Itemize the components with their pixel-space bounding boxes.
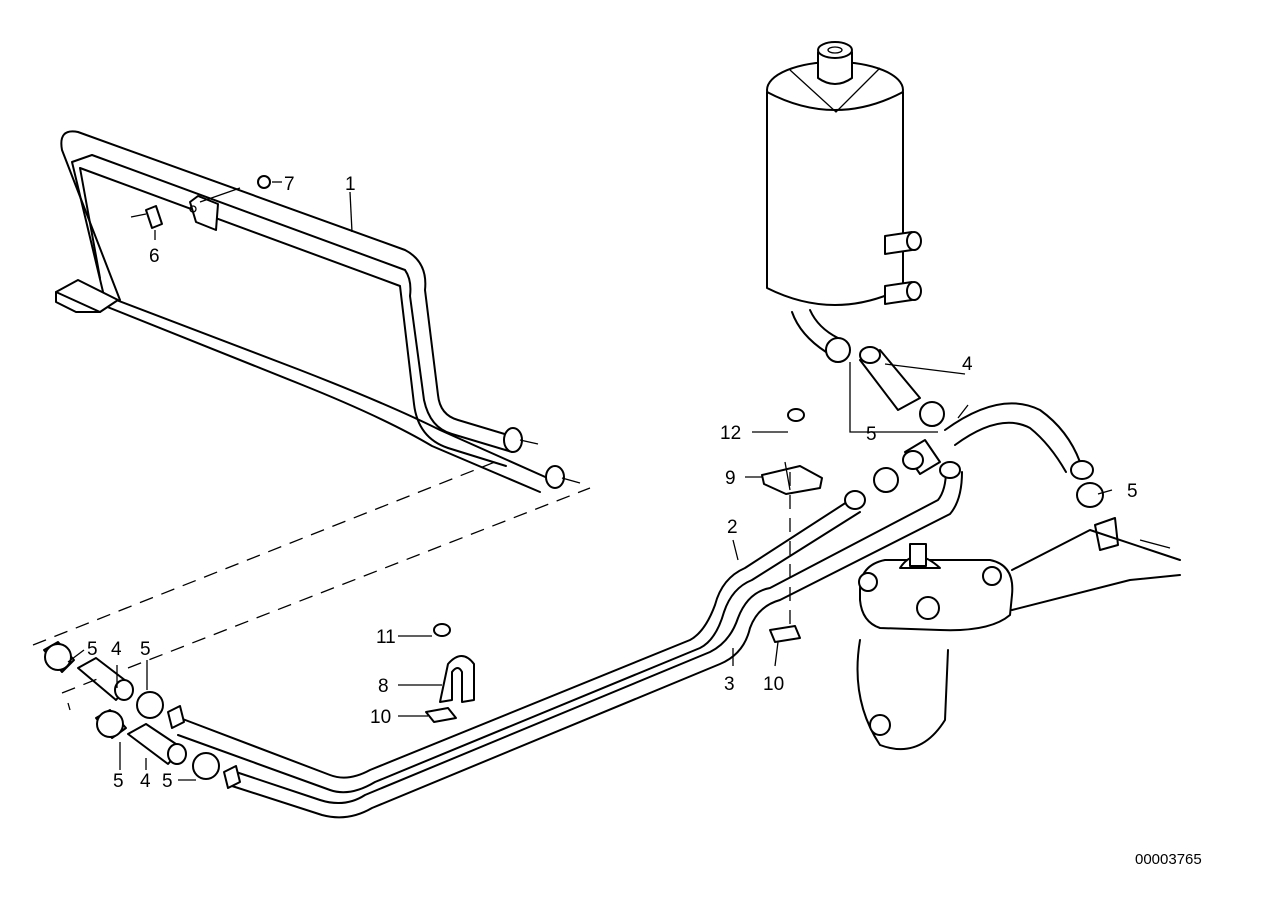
callout-5: 5 [140, 639, 151, 660]
hose-4-upper [859, 346, 921, 411]
callout-12: 12 [720, 423, 741, 444]
bracket-6 [130, 187, 241, 240]
callout-1: 1 [345, 174, 356, 195]
pipe-3 [229, 461, 963, 819]
callout-7: 7 [284, 174, 295, 195]
nut-12 [787, 408, 805, 422]
drawing-number: 00003765 [1135, 851, 1202, 868]
clamp-5-upper [825, 337, 945, 493]
callout-10: 10 [370, 707, 391, 728]
callout-4: 4 [962, 354, 973, 375]
bracket-9 [761, 461, 823, 495]
pipe-end-fitting [503, 427, 523, 453]
callout-10: 10 [763, 674, 784, 695]
return-hose [944, 402, 1119, 551]
callout-11: 11 [376, 627, 396, 648]
hose-group-lower-left [95, 709, 241, 789]
hose-group-upper-left [43, 641, 185, 729]
nut-11 [433, 623, 451, 637]
callout-5: 5 [162, 771, 173, 792]
cooler-pipe-1 [55, 130, 581, 493]
callout-4: 4 [140, 771, 151, 792]
callout-9: 9 [725, 468, 736, 489]
pipe-2 [177, 490, 866, 794]
callout-3: 3 [724, 674, 735, 695]
callout-5: 5 [1127, 481, 1138, 502]
callouts: 1 2 3 4 4 4 5 5 5 5 5 5 6 7 8 9 10 10 11… [87, 174, 1138, 792]
callout-2: 2 [727, 517, 738, 538]
steering-box [856, 529, 1181, 751]
plate-10-left [425, 707, 457, 723]
leader-lines [67, 362, 1113, 781]
callout-8: 8 [378, 676, 389, 697]
clip-8 [439, 655, 475, 703]
nut-7 [257, 175, 282, 189]
callout-6: 6 [149, 246, 160, 267]
reservoir [766, 41, 922, 353]
callout-5: 5 [866, 424, 877, 445]
callout-5: 5 [87, 639, 98, 660]
mounting-bracket [55, 279, 119, 313]
callout-4: 4 [111, 639, 122, 660]
plate-10-right [769, 625, 801, 643]
callout-5: 5 [113, 771, 124, 792]
pipe-end-fitting [545, 465, 565, 489]
